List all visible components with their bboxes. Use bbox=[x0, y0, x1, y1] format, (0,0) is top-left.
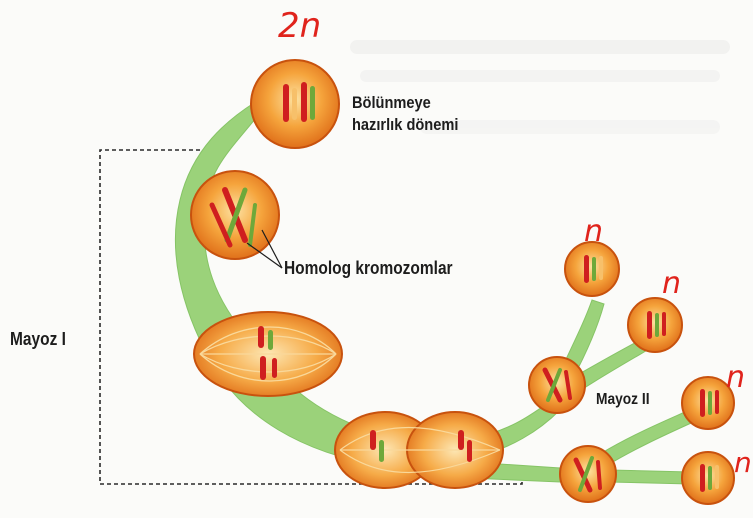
telophase1-cell bbox=[335, 412, 503, 488]
haploid-annotation-3: n bbox=[726, 360, 745, 395]
daughter-cell-1 bbox=[565, 242, 619, 296]
meiosis2-label: Mayoz II bbox=[596, 390, 650, 409]
daughter-cell-4 bbox=[682, 452, 734, 504]
branch-lower-b bbox=[610, 470, 690, 484]
metaphase1-cell bbox=[194, 312, 342, 396]
haploid-annotation-4: n bbox=[734, 446, 752, 479]
interphase-label-line2: hazırlık dönemi bbox=[352, 115, 458, 135]
meiosis2-upper-cell bbox=[529, 357, 585, 413]
meiosis2-lower-cell bbox=[560, 446, 616, 502]
main-pathway bbox=[175, 98, 470, 468]
diploid-annotation: 2n bbox=[278, 6, 321, 46]
haploid-annotation-1: n bbox=[584, 214, 603, 249]
homologous-label: Homolog kromozomlar bbox=[284, 258, 453, 280]
daughter-cell-2 bbox=[628, 298, 682, 352]
interphase-cell bbox=[251, 60, 339, 148]
meiosis1-label: Mayoz I bbox=[10, 329, 66, 351]
interphase-label-line1: Bölünmeye bbox=[352, 93, 431, 113]
haploid-annotation-2: n bbox=[662, 266, 681, 301]
